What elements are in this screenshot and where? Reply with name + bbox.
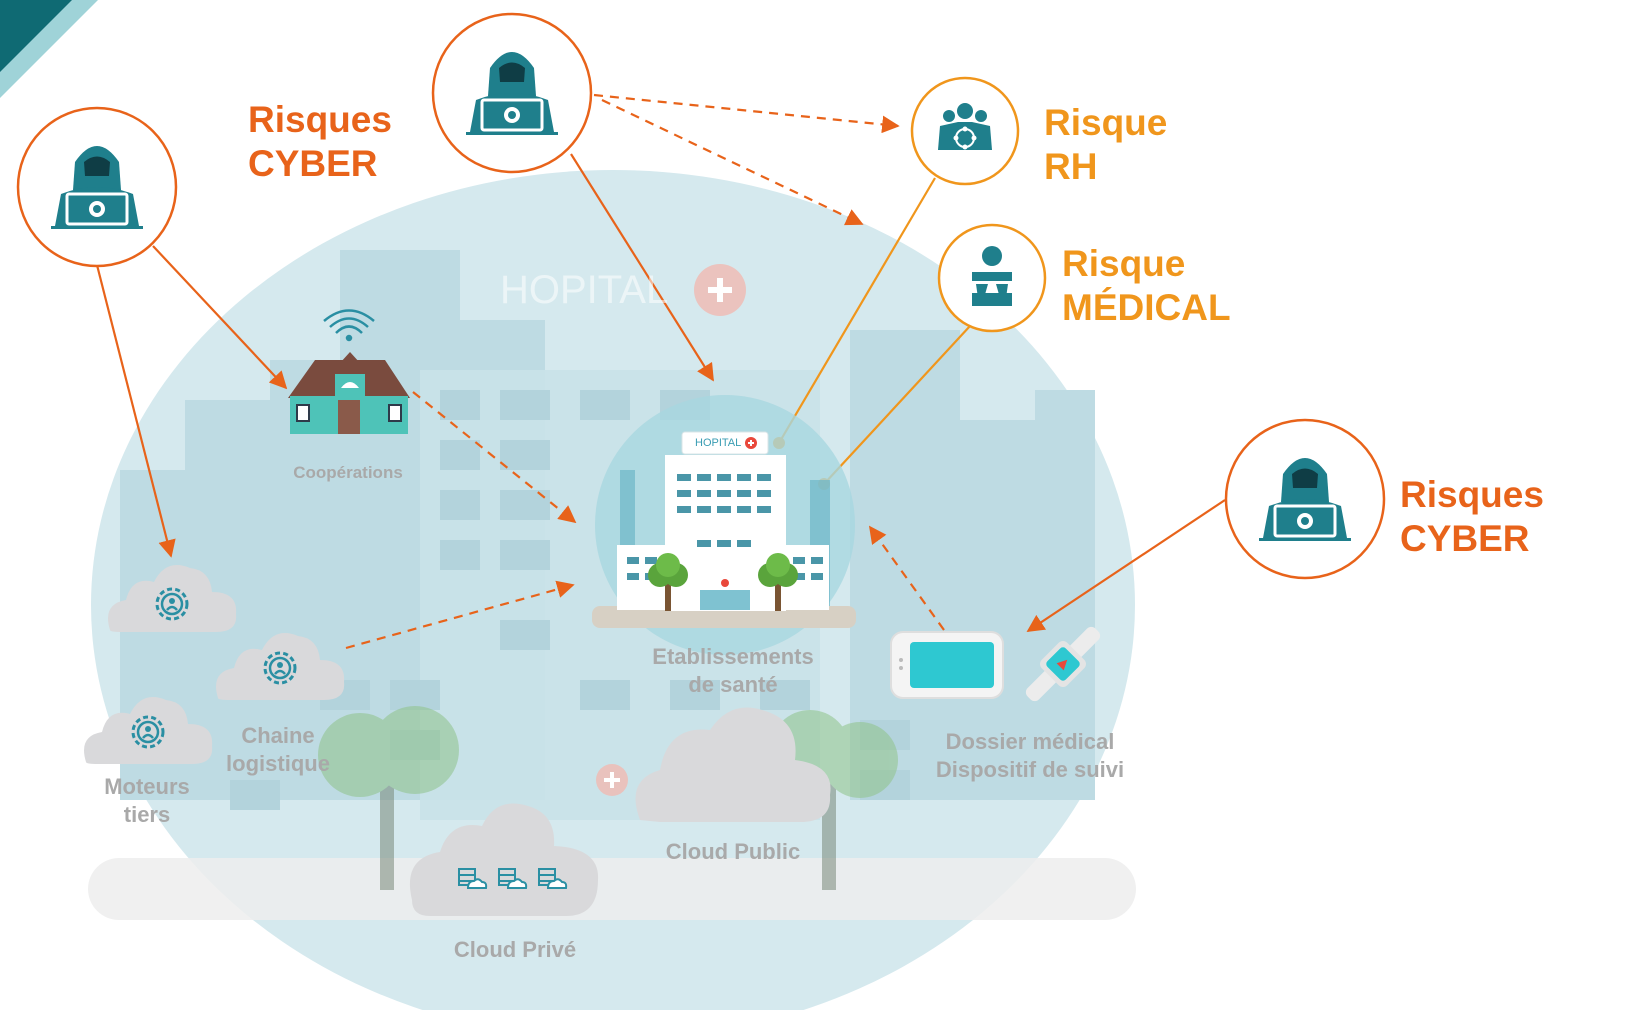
house-icon xyxy=(288,352,410,434)
wifi-icon xyxy=(323,309,375,342)
risk-label-line: Risque xyxy=(1062,243,1186,284)
team-icon xyxy=(910,76,1020,186)
risk-label-line: Risque xyxy=(1044,102,1168,143)
risk-label-cyber-right: Risques CYBER xyxy=(1400,473,1544,562)
node-label-line: tiers xyxy=(123,801,171,827)
node-label-line: Dispositif de suivi xyxy=(935,756,1125,782)
node-label-line: de santé xyxy=(688,671,778,697)
dashed-arrows xyxy=(345,93,945,650)
arrow-hacker-to-hospital xyxy=(601,99,864,226)
node-label-cloud-public: Cloud Public xyxy=(665,839,801,864)
arrow-device-to-hospital xyxy=(868,525,945,631)
risk-label-rh: Risque RH xyxy=(1044,101,1167,190)
background-hospital-sign: HOPITAL xyxy=(500,268,669,312)
cloud-public-icon xyxy=(635,707,831,822)
risk-label-medical: Risque MÉDICAL xyxy=(1062,242,1231,331)
corner-accent-dark xyxy=(0,0,72,72)
solid-arrows xyxy=(95,153,1226,632)
risk-label-line: Risques xyxy=(1400,474,1544,515)
hacker-icon-top xyxy=(431,12,593,174)
node-label-line: Dossier médical xyxy=(945,729,1115,754)
hacker-icon-left xyxy=(16,106,178,268)
risk-label-line: RH xyxy=(1044,146,1098,188)
doctor-icon xyxy=(937,223,1047,333)
hospital-sign-label: HOPITAL xyxy=(695,437,742,449)
arrow-hacker-to-device xyxy=(1026,499,1226,632)
node-label-line: Chaine xyxy=(241,723,315,748)
hospital-icon xyxy=(592,395,856,655)
node-label-line: logistique xyxy=(226,750,330,776)
node-label-line: Moteurs xyxy=(104,774,190,799)
node-label-etablissements: Etablissements de santé xyxy=(620,643,846,698)
risk-label-line: CYBER xyxy=(248,143,378,185)
risk-label-cyber-top: Risques CYBER xyxy=(248,98,392,187)
node-label-line: Etablissements xyxy=(652,644,814,669)
arrow-hacker-to-etab xyxy=(570,153,714,382)
hacker-icon-right xyxy=(1224,418,1386,580)
risk-label-line: CYBER xyxy=(1400,518,1530,560)
tablet-icon xyxy=(890,631,1004,699)
risk-label-line: MÉDICAL xyxy=(1062,287,1231,329)
arrow-coop-to-hospital xyxy=(412,391,577,524)
risk-label-line: Risques xyxy=(248,99,392,140)
smartwatch-icon xyxy=(1025,626,1101,702)
node-label-cooperations: Coopérations xyxy=(293,463,403,482)
arrow-hacker-to-moteurs xyxy=(95,264,176,558)
arrow-chaine-to-hospital xyxy=(345,580,575,650)
cloud-prive-icon xyxy=(409,803,599,916)
node-label-dossier: Dossier médical Dispositif de suivi xyxy=(915,728,1145,783)
arrow-hacker-to-rh xyxy=(593,93,900,134)
node-label-cloud-prive: Cloud Privé xyxy=(453,937,577,962)
node-label-chaine: Chaine logistique xyxy=(208,722,348,777)
risk-links xyxy=(778,177,971,485)
node-label-moteurs: Moteurs tiers xyxy=(82,773,212,828)
arrow-hacker-to-coop xyxy=(152,245,288,390)
